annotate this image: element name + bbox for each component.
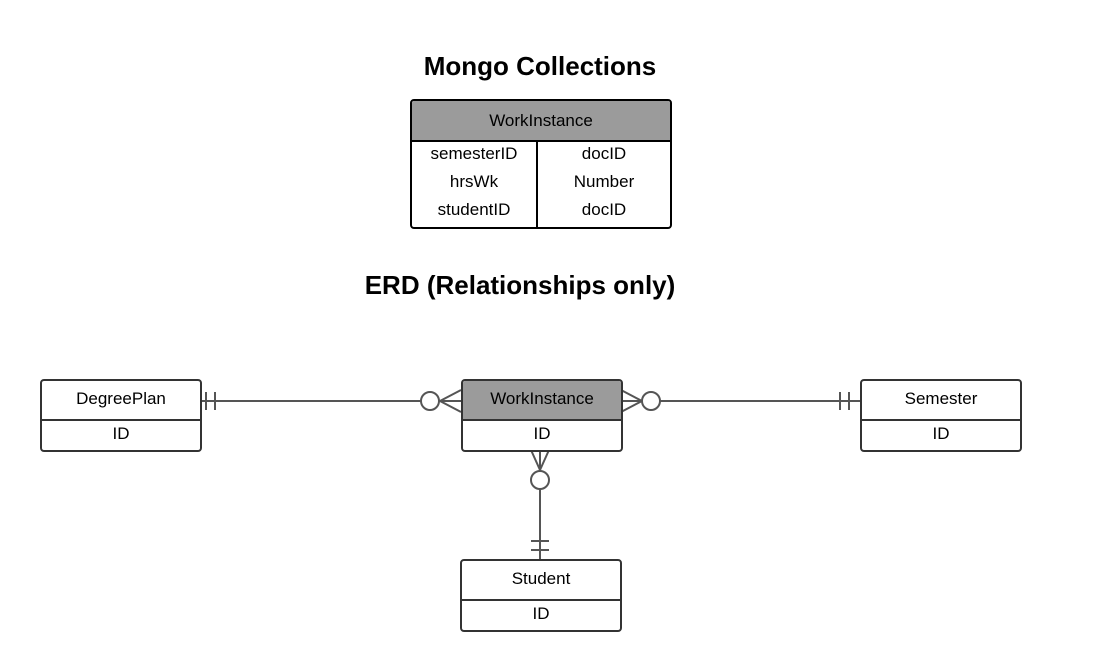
crowfoot-many [620,400,643,413]
relationship-workinstance-student [530,449,550,560]
entity-name: DegreePlan [42,381,200,421]
entity-name: Semester [862,381,1020,421]
crowfoot-many [539,449,550,471]
entity-key: ID [932,424,950,443]
entity-key: ID [532,604,550,623]
entity-workinstance: WorkInstance ID [461,379,623,452]
relationship-degreeplan-workinstance [200,389,462,413]
relationship-workinstance-semester [620,389,860,413]
crowfoot-many [439,400,462,413]
field-name: hrsWk [449,172,499,191]
field-name: studentID [437,200,511,219]
collection-body: semesterID docID hrsWk Number studentID … [412,142,670,227]
crowfoot-many [620,389,643,402]
field-type: docID [581,144,627,163]
field-type: docID [581,200,627,219]
collection-header: WorkInstance [412,101,670,142]
field-type: Number [573,172,635,191]
field-row-hrswk: hrsWk Number [412,168,670,196]
entity-name: Student [462,561,620,601]
erd-title: ERD (Relationships only) [364,270,676,300]
entity-degreeplan: DegreePlan ID [40,379,202,452]
column-divider [536,142,538,227]
entity-key: ID [112,424,130,443]
entity-name: WorkInstance [463,381,621,421]
field-row-semesterid: semesterID docID [412,140,670,168]
workinstance-collection-table: WorkInstance semesterID docID hrsWk Numb… [410,99,672,229]
field-row-studentid: studentID docID [412,196,670,224]
entity-semester: Semester ID [860,379,1022,452]
field-name: semesterID [430,144,518,163]
crowfoot-many [439,389,462,402]
crowfoot-many [530,449,541,471]
zero-optional-circle [641,391,661,411]
zero-optional-circle [420,391,440,411]
mongo-collections-title: Mongo Collections [423,51,657,81]
entity-key: ID [533,424,551,443]
entity-student: Student ID [460,559,622,632]
zero-optional-circle [530,470,550,490]
